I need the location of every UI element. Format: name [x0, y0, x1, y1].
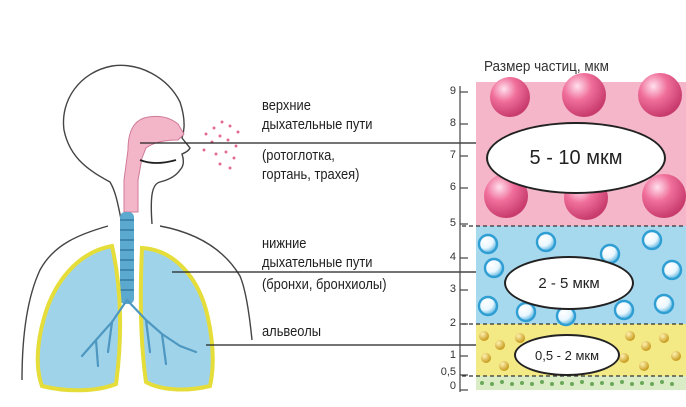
tick-label: 3: [440, 283, 456, 295]
mouth: [140, 160, 176, 163]
aerosol-dots: [203, 121, 240, 170]
tick-label: 7: [440, 149, 456, 161]
tick-label: 5: [440, 217, 456, 229]
label-lower-airways: нижние дыхательные пути (бронхи, бронхио…: [262, 234, 386, 294]
range-text-upper: 5 - 10 мкм: [530, 147, 623, 170]
right-lung: [141, 248, 213, 389]
tick-label: 9: [440, 85, 456, 97]
range-oval-bottom: 0,5 - 2 мкм: [514, 334, 620, 376]
label-alveoli: альвеолы: [262, 322, 321, 341]
range-text-bottom: 0,5 - 2 мкм: [535, 348, 599, 363]
scale-title: Размер частиц, мкм: [484, 58, 609, 75]
tick-label: 0,5: [436, 366, 456, 378]
tick-label: 1: [440, 349, 456, 361]
tick-label: 2: [440, 317, 456, 329]
tick-label: 4: [440, 251, 456, 263]
size-axis: [460, 86, 468, 392]
tick-label: 0: [440, 380, 456, 392]
nasal-cavity: [124, 116, 184, 212]
range-text-middle: 2 - 5 мкм: [538, 275, 599, 292]
range-oval-middle: 2 - 5 мкм: [504, 256, 634, 310]
label-upper-airways: верхние дыхательные пути (ротоглотка, го…: [262, 96, 372, 184]
range-oval-upper: 5 - 10 мкм: [486, 122, 666, 194]
trachea: [120, 212, 134, 304]
left-lung: [38, 246, 120, 390]
tick-label: 8: [440, 117, 456, 129]
tick-label: 6: [440, 181, 456, 193]
